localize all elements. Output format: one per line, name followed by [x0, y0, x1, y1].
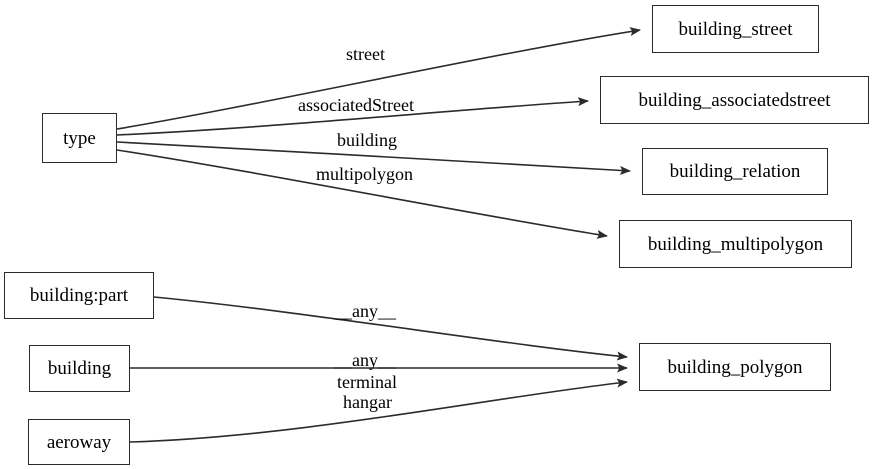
edge-label-text: terminal	[337, 372, 397, 392]
node-building-street[interactable]: building_street	[652, 5, 819, 53]
node-type[interactable]: type	[42, 113, 117, 163]
edge-label-street: street	[346, 45, 385, 63]
node-aeroway[interactable]: aeroway	[28, 419, 130, 465]
edge-type-building_multipolygon	[116, 149, 608, 239]
edge-label-text: building	[337, 130, 398, 150]
node-label: building_associatedstreet	[638, 89, 831, 111]
node-label: building_relation	[669, 161, 801, 182]
edge-label-associatedstreet: associatedStreet	[298, 96, 414, 114]
node-label: building_multipolygon	[647, 233, 824, 255]
node-label: building_street	[678, 18, 793, 40]
edge-label-any-part: __any__	[334, 302, 396, 320]
edge-label-text: hangar	[343, 392, 392, 412]
edge-label-text: __any__	[334, 350, 396, 370]
edge-label-text: __any__	[334, 301, 396, 321]
node-label: building:part	[29, 285, 129, 306]
node-building[interactable]: building	[29, 345, 130, 392]
node-building-multipolygon[interactable]: building_multipolygon	[619, 220, 852, 268]
edge-label-text: street	[346, 44, 385, 64]
edge-label-multipolygon: multipolygon	[316, 165, 413, 183]
edge-label-any-building: __any__	[334, 351, 396, 369]
edge-label-building: building	[337, 131, 397, 149]
edge-label-hangar: hangar	[343, 393, 392, 411]
edge-label-text: associatedStreet	[298, 95, 414, 115]
edge-label-text: multipolygon	[316, 164, 414, 184]
node-building-polygon[interactable]: building_polygon	[639, 343, 831, 391]
node-label: aeroway	[46, 431, 112, 453]
node-label: type	[63, 127, 96, 149]
node-label: building	[47, 358, 112, 379]
node-building-associatedstreet[interactable]: building_associatedstreet	[600, 76, 869, 124]
edge-label-terminal: terminal	[337, 373, 397, 391]
node-building-relation[interactable]: building_relation	[642, 148, 828, 195]
node-building-part[interactable]: building:part	[4, 272, 154, 319]
node-label: building_polygon	[667, 356, 803, 378]
